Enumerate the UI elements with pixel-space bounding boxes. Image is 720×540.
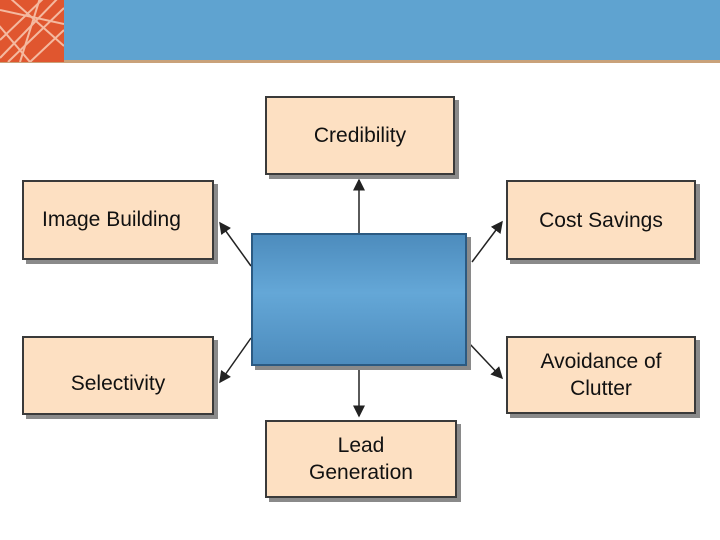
- node-selectivity: Selectivity: [22, 336, 214, 415]
- center-box: [251, 233, 467, 366]
- node-credibility: Credibility: [265, 96, 455, 175]
- sunburst-logo-icon: [0, 0, 64, 62]
- node-avoidance-of-clutter-label: Avoidance of Clutter: [540, 350, 662, 400]
- node-lead-generation: Lead Generation: [265, 420, 457, 498]
- node-lead-generation-label: Lead Generation: [309, 434, 413, 484]
- arrow-to-image-building: [219, 221, 252, 267]
- header-divider: [0, 60, 720, 63]
- node-avoidance-of-clutter: Avoidance of Clutter: [506, 336, 696, 414]
- node-cost-savings-label: Cost Savings: [539, 208, 663, 232]
- node-credibility-label: Credibility: [313, 124, 407, 147]
- arrow-to-avoidance-of-clutter: [467, 341, 504, 380]
- node-selectivity-label: Selectivity: [70, 372, 166, 395]
- header-band: [0, 0, 720, 60]
- node-cost-savings: Cost Savings: [506, 180, 696, 260]
- node-image-building: Image Building: [22, 180, 214, 260]
- arrow-to-selectivity: [219, 337, 252, 384]
- node-image-building-label: Image Building: [42, 208, 181, 231]
- arrow-to-cost-savings: [471, 220, 503, 263]
